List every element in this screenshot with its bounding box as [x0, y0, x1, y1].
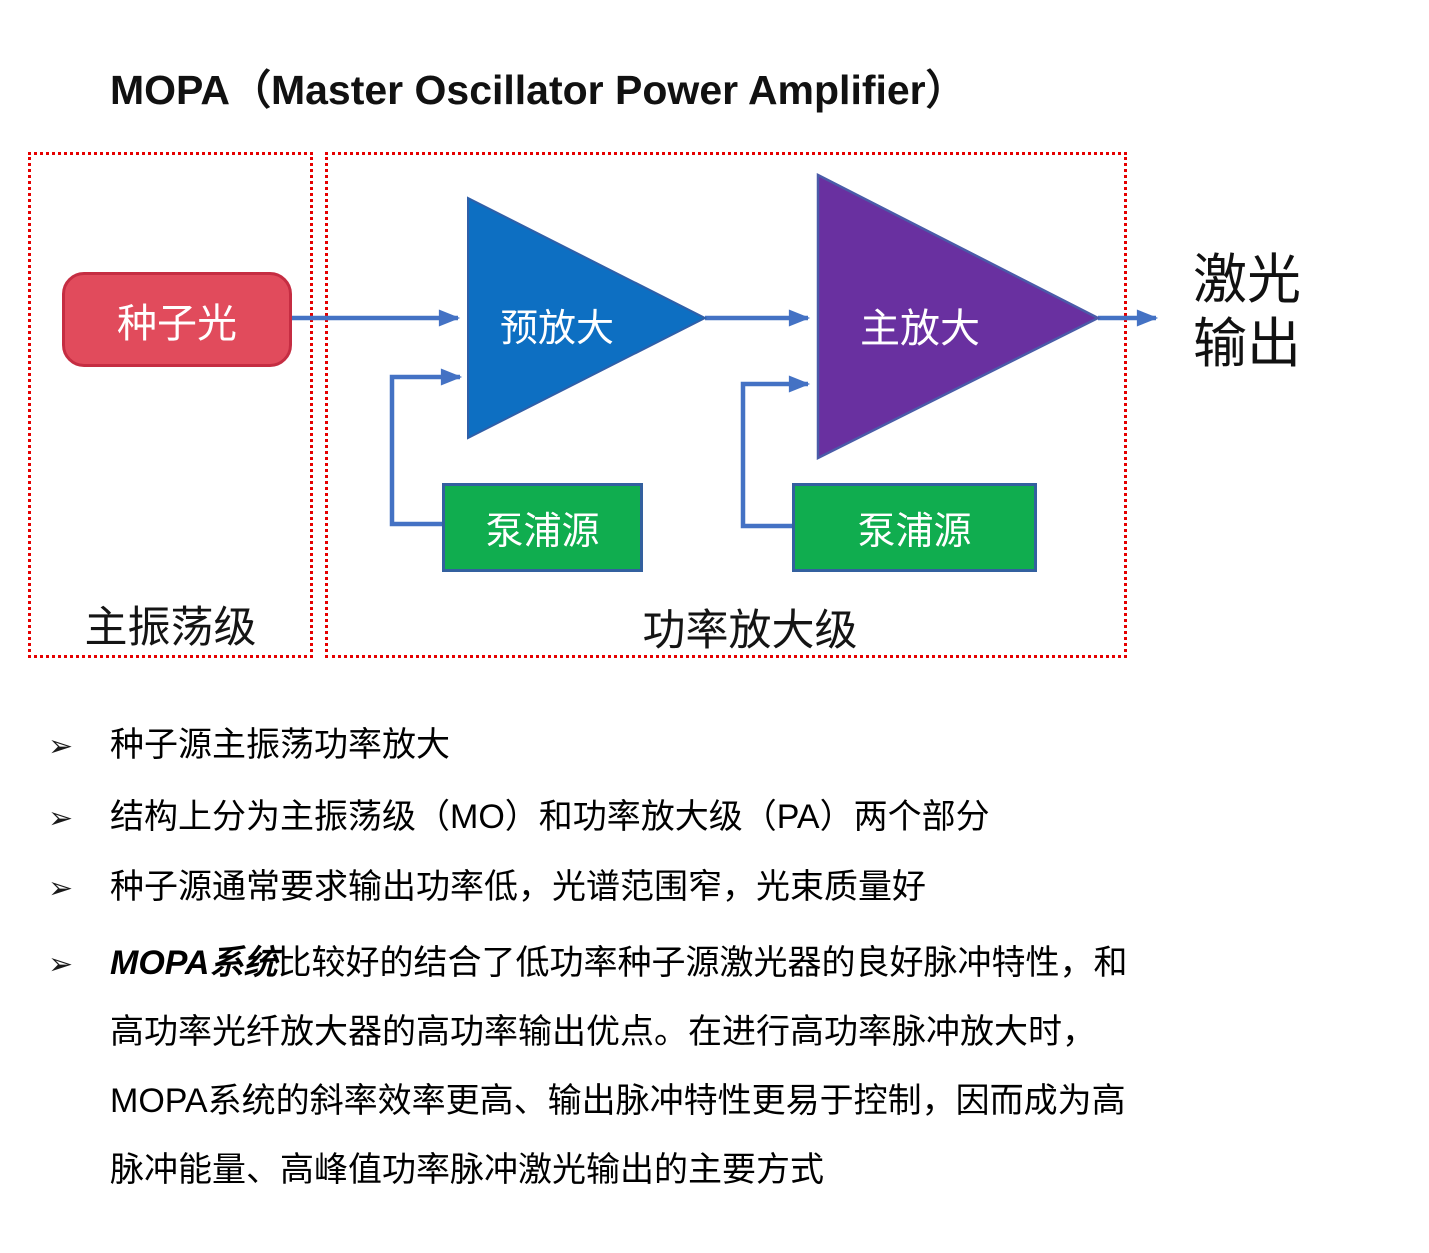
pump-source-label-1: 泵浦源	[485, 511, 600, 553]
pump-source-label-2: 泵浦源	[857, 511, 972, 553]
bullet-text: 结构上分为主振荡级（MO）和功率放大级（PA）两个部分	[110, 798, 990, 836]
pump-source-box-1: 泵浦源	[442, 483, 643, 572]
bullet-arrow-icon: ➢	[48, 802, 74, 835]
bullet-lead-text: MOPA系统	[110, 944, 278, 982]
bullet-text-line: MOPA系统的斜率效率更高、输出脉冲特性更易于控制，因而成为高	[110, 1082, 1126, 1120]
laser-output-label: 激光 输出	[1193, 250, 1301, 374]
mo-stage-label: 主振荡级	[84, 604, 257, 652]
seed-light-label: 种子光	[117, 301, 237, 346]
bullet-text-line: 高功率光纤放大器的高功率输出优点。在进行高功率脉冲放大时，	[110, 1013, 1096, 1051]
pa-stage-box	[325, 152, 1127, 658]
bullet-arrow-icon: ➢	[48, 872, 74, 905]
mo-stage-box	[28, 152, 313, 658]
pre-amp-label: 预放大	[499, 308, 614, 350]
bullet-arrow-icon: ➢	[48, 730, 74, 763]
bullet-text: 种子源通常要求输出功率低，光谱范围窄，光束质量好	[110, 868, 926, 906]
bullet-item-3: ➢ 种子源通常要求输出功率低，光谱范围窄，光束质量好	[48, 853, 1418, 922]
bullet-text-line: 脉冲能量、高峰值功率脉冲激光输出的主要方式	[110, 1151, 824, 1189]
bullet-item-2: ➢ 结构上分为主振荡级（MO）和功率放大级（PA）两个部分	[48, 783, 1418, 852]
pa-stage-label: 功率放大级	[642, 607, 858, 655]
bullet-item-4: ➢ MOPA系统比较好的结合了低功率种子源激光器的良好脉冲特性，和 高功率光纤放…	[48, 929, 1418, 1205]
bullet-arrow-icon: ➢	[48, 948, 74, 981]
bullet-text: 种子源主振荡功率放大	[110, 726, 450, 764]
bullet-text-line: MOPA系统比较好的结合了低功率种子源激光器的良好脉冲特性，和	[110, 944, 1128, 982]
bullet-item-1: ➢ 种子源主振荡功率放大	[48, 711, 1418, 780]
seed-light-box: 种子光	[62, 272, 292, 367]
pump-source-box-2: 泵浦源	[792, 483, 1037, 572]
main-amp-label: 主放大	[860, 307, 980, 351]
page-title: MOPA（Master Oscillator Power Amplifier）	[110, 67, 967, 113]
